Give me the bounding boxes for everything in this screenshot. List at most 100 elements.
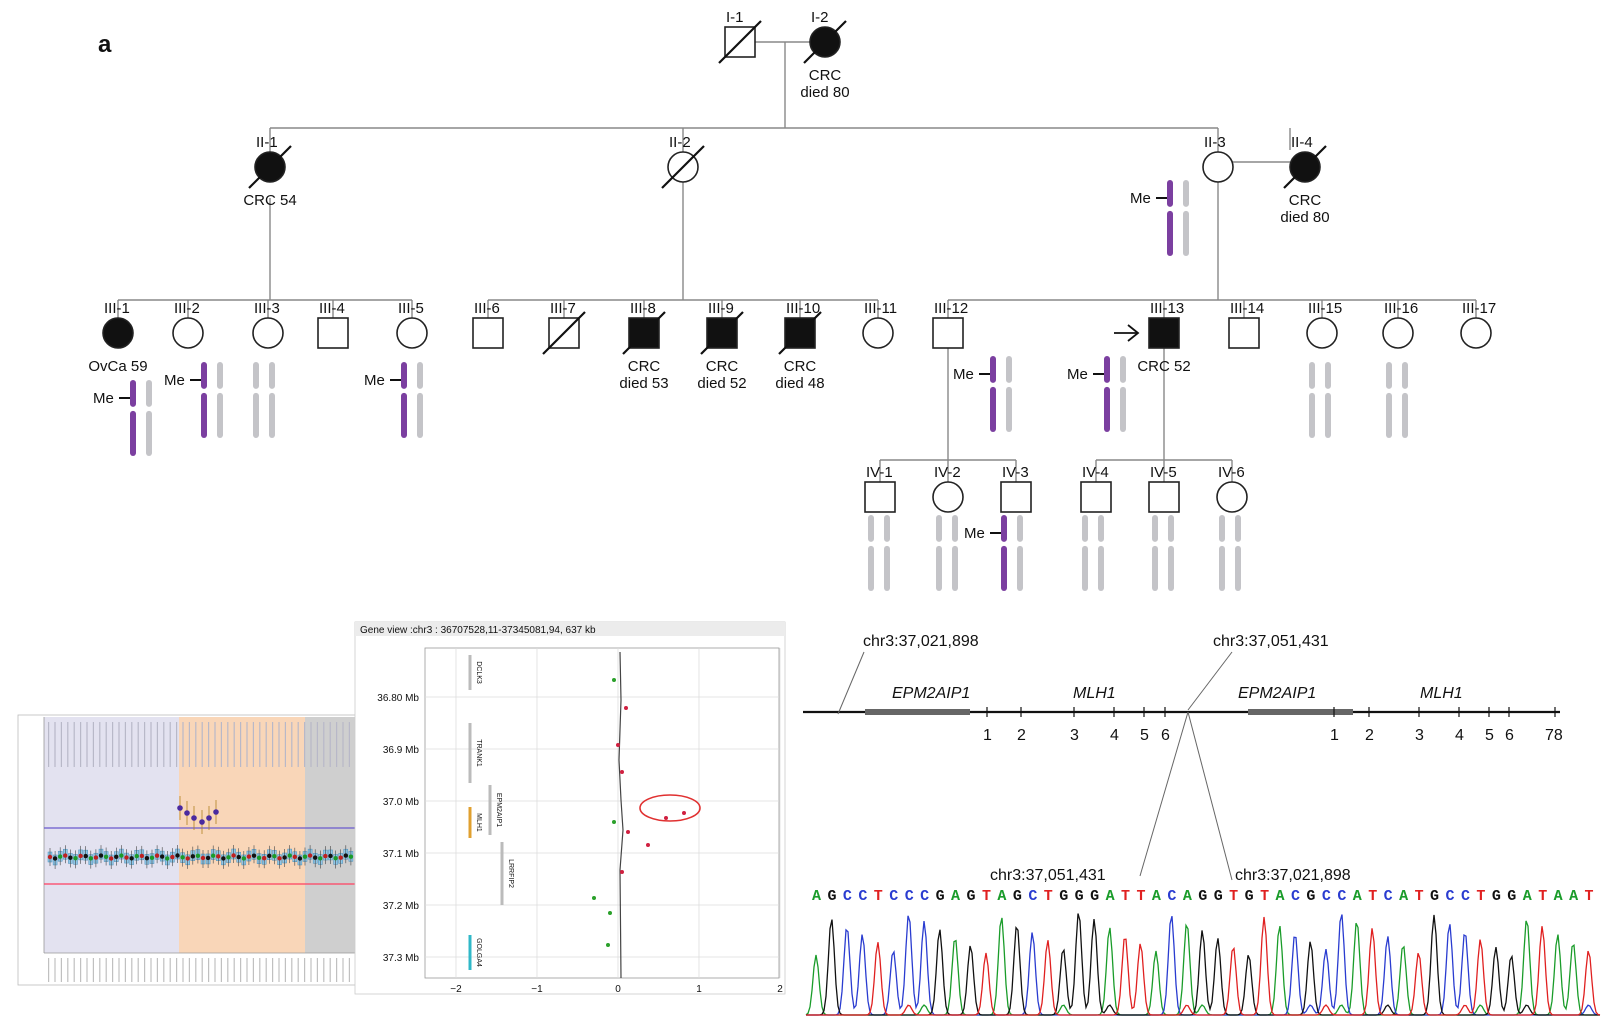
chromosome-pair	[1082, 515, 1104, 591]
probe-point	[664, 816, 668, 820]
chromosome-pair: Me	[93, 380, 152, 456]
sequence-base: T	[1044, 888, 1053, 905]
sequence-base: C	[905, 888, 914, 905]
individual-i-1: I-1	[718, 9, 762, 64]
diagnosis-label: died 80	[1280, 209, 1329, 226]
diagnosis-label: died 48	[775, 375, 824, 392]
diagnosis-label: CRC	[628, 358, 661, 375]
sequence-base: T	[874, 888, 883, 905]
sequence-base: A	[1399, 888, 1408, 905]
svg-text:DCLK3: DCLK3	[475, 661, 482, 684]
sequence-base: G	[1198, 888, 1207, 905]
sequence-base: G	[827, 888, 836, 905]
probe-point	[624, 706, 628, 710]
probe-point	[626, 830, 630, 834]
sequence-base: C	[1445, 888, 1454, 905]
individual-id-label: III-13	[1150, 300, 1184, 317]
gene-track-mlh1: MLH1	[468, 807, 482, 838]
sequence-base: A	[1554, 888, 1563, 905]
individual-id-label: III-1	[104, 300, 130, 317]
methylation-label: Me	[93, 390, 114, 407]
individual-id-label: III-4	[319, 300, 345, 317]
individual-iii-7: III-7	[542, 300, 586, 355]
methylation-label: Me	[364, 372, 385, 389]
gene-view-x-tick: 2	[777, 984, 783, 995]
gene-label-mlh1-1: MLH1	[1073, 685, 1116, 702]
sequence-base: T	[1136, 888, 1145, 905]
chromosome-pair: Me	[164, 362, 223, 438]
exon-number: 78	[1545, 727, 1563, 744]
gene-track-trank1: TRANK1	[468, 723, 482, 783]
individual-ii-2: II-2	[661, 134, 705, 189]
gene-track-epm2aip1: EPM2AIP1	[488, 785, 502, 835]
gene-view-y-tick: 36.9 Mb	[383, 745, 420, 756]
sequence-base: G	[936, 888, 945, 905]
sequence-base: A	[951, 888, 960, 905]
probe-point	[608, 911, 612, 915]
probe-point	[612, 820, 616, 824]
coord-left-label: chr3:37,021,898	[863, 633, 979, 650]
sequence-base: A	[1183, 888, 1192, 905]
sequence-base: C	[1384, 888, 1393, 905]
diagnosis-label: CRC 54	[243, 192, 296, 209]
sequence-base: G	[1090, 888, 1099, 905]
sequence-base: G	[967, 888, 976, 905]
probe-point	[646, 843, 650, 847]
exon-number: 1	[1330, 727, 1339, 744]
sequence-base: G	[1430, 888, 1439, 905]
individual-iv-6: IV-6	[1216, 464, 1248, 591]
individual-id-label: II-1	[256, 134, 278, 151]
exon-number: 4	[1455, 727, 1464, 744]
individual-id-label: I-2	[811, 9, 829, 26]
individual-id-label: III-6	[474, 300, 500, 317]
svg-text:EPM2AIP1: EPM2AIP1	[495, 793, 502, 827]
methylation-label: Me	[164, 372, 185, 389]
methylation-label: Me	[953, 366, 974, 383]
probe-point	[606, 943, 610, 947]
gene-view-x-tick: −1	[531, 984, 543, 995]
sequence-base: T	[1121, 888, 1130, 905]
gene-track-golga4: GOLGA4	[468, 935, 482, 970]
individual-id-label: III-3	[254, 300, 280, 317]
exon-number: 2	[1365, 727, 1374, 744]
sequence-base: T	[982, 888, 991, 905]
chromosome-pair	[1309, 362, 1331, 438]
trace-t	[806, 916, 1601, 1016]
individual-id-label: III-12	[934, 300, 968, 317]
junction-left-label: chr3:37,051,431	[990, 867, 1106, 884]
sequence-base: T	[1415, 888, 1424, 905]
individual-id-label: IV-3	[1002, 464, 1029, 481]
sequence-base: G	[1013, 888, 1022, 905]
individual-id-label: III-14	[1230, 300, 1264, 317]
individual-id-label: III-17	[1462, 300, 1496, 317]
probe-point	[682, 811, 686, 815]
individual-id-label: II-3	[1204, 134, 1226, 151]
sequence-base: A	[1276, 888, 1285, 905]
individual-id-label: III-2	[174, 300, 200, 317]
sequence-base: C	[858, 888, 867, 905]
individual-iii-5: III-5Me	[364, 300, 428, 438]
individual-id-label: IV-1	[866, 464, 893, 481]
exon-number: 1	[983, 727, 992, 744]
pedigree	[117, 41, 1477, 482]
sequence-base: A	[1569, 888, 1578, 905]
probe-point	[612, 678, 616, 682]
probe-point	[620, 770, 624, 774]
trace-c	[806, 914, 1601, 1016]
chromosome-pair	[253, 362, 275, 438]
trace-g	[806, 913, 1600, 1016]
individual-id-label: III-7	[550, 300, 576, 317]
individual-iii-6: III-6	[472, 300, 504, 349]
gene-track-dclk3: DCLK3	[468, 655, 482, 690]
exon-number: 6	[1161, 727, 1170, 744]
individual-iv-2: IV-2	[932, 464, 964, 591]
gene-view-y-tick: 37.2 Mb	[383, 901, 420, 912]
sequence-base: C	[1461, 888, 1470, 905]
sequence-base: G	[1507, 888, 1516, 905]
diagnosis-label: CRC	[1289, 192, 1322, 209]
gene-view-x-tick: −2	[450, 984, 462, 995]
probe-point	[616, 743, 620, 747]
